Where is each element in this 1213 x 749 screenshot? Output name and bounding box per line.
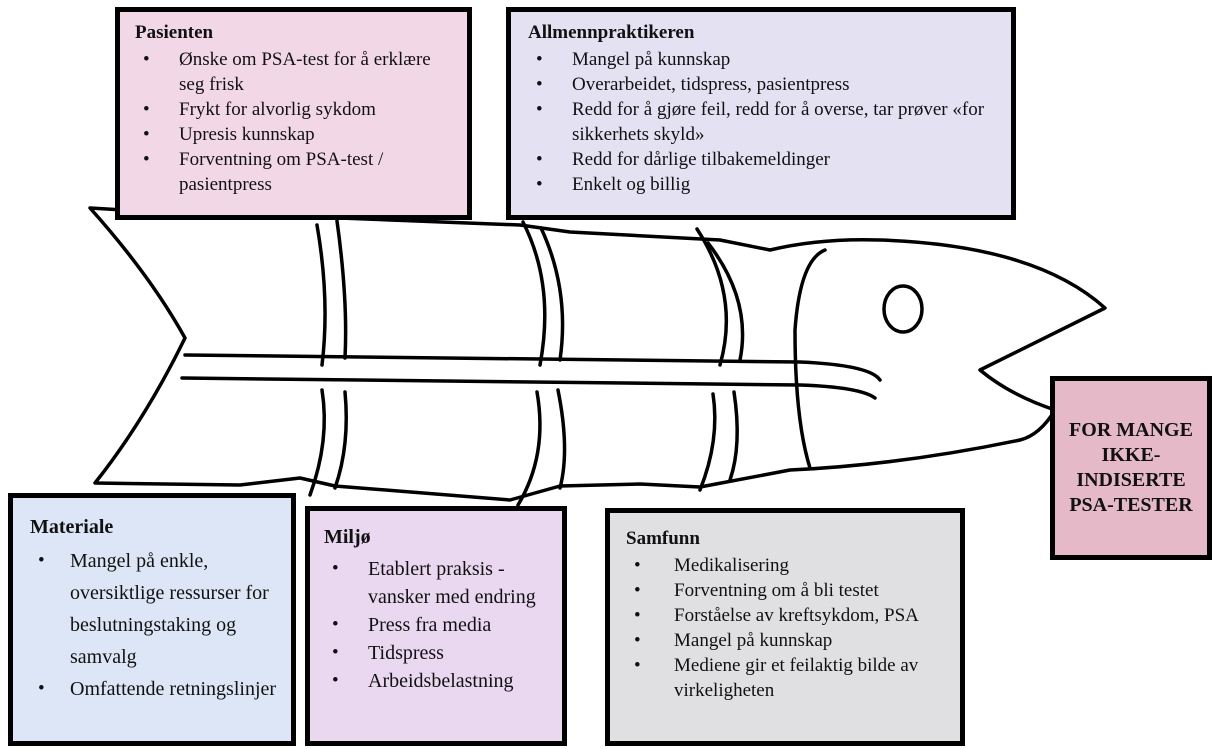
cause-box-materiale: Materiale Mangel på enkle, oversiktlige … — [8, 493, 296, 746]
cause-list-samfunn: Medikalisering Forventning om å bli test… — [626, 553, 950, 703]
fish-spine-bottom — [182, 378, 875, 398]
top-bone-2 — [523, 222, 545, 365]
cause-item: Forståelse av kreftsykdom, PSA — [626, 603, 950, 628]
cause-box-samfunn: Samfunn Medikalisering Forventning om å … — [605, 508, 965, 746]
cause-item: Arbeidsbelastning — [324, 667, 552, 695]
cause-item: Mangel på enkle, oversiktlige ressurser … — [30, 545, 283, 673]
cause-item: Omfattende retningslinjer — [30, 673, 283, 705]
fish-head-line — [795, 250, 825, 468]
box-title-allmennpraktikeren: Allmennpraktikeren — [528, 21, 999, 45]
cause-item: Mediene gir et feilaktig bilde av virkel… — [626, 653, 950, 703]
fish-spine-top — [185, 355, 880, 380]
box-title-miljo: Miljø — [324, 525, 552, 549]
fish-eye — [884, 286, 922, 332]
bottom-bone-3b — [730, 392, 737, 480]
box-title-materiale: Materiale — [30, 513, 283, 541]
cause-list-miljo: Etablert praksis - vansker med endring P… — [324, 555, 552, 695]
cause-item: Frykt for alvorlig sykdom — [135, 97, 455, 122]
bottom-bone-2b — [558, 390, 565, 488]
cause-item: Ønske om PSA-test for å erklære seg fris… — [135, 47, 455, 97]
cause-box-miljo: Miljø Etablert praksis - vansker med end… — [305, 506, 567, 746]
cause-item: Forventning om PSA-test / pasientpress — [135, 147, 455, 197]
cause-item: Upresis kunnskap — [135, 122, 455, 147]
cause-item: Mangel på kunnskap — [528, 47, 999, 72]
cause-item: Redd for å gjøre feil, redd for å overse… — [528, 97, 999, 147]
cause-item: Tidspress — [324, 639, 552, 667]
box-title-samfunn: Samfunn — [626, 527, 950, 551]
cause-list-pasienten: Ønske om PSA-test for å erklære seg fris… — [135, 47, 455, 197]
cause-item: Mangel på kunnskap — [626, 628, 950, 653]
effect-box: FOR MANGE IKKE-INDISERTE PSA-TESTER — [1050, 376, 1212, 560]
cause-item: Press fra media — [324, 611, 552, 639]
cause-list-materiale: Mangel på enkle, oversiktlige ressurser … — [30, 545, 283, 705]
cause-list-allmennpraktikeren: Mangel på kunnskap Overarbeidet, tidspre… — [528, 47, 999, 197]
bottom-bone-1b — [335, 392, 346, 488]
cause-item: Enkelt og billig — [528, 172, 999, 197]
cause-item: Forventning om å bli testet — [626, 578, 950, 603]
box-title-pasienten: Pasienten — [135, 21, 455, 45]
cause-item: Overarbeidet, tidspress, pasientpress — [528, 72, 999, 97]
cause-box-pasienten: Pasienten Ønske om PSA-test for å erklær… — [115, 7, 472, 220]
cause-box-allmennpraktikeren: Allmennpraktikeren Mangel på kunnskap Ov… — [506, 7, 1016, 220]
top-bone-1 — [317, 225, 325, 365]
bottom-bone-2 — [518, 392, 540, 505]
cause-item: Redd for dårlige tilbakemeldinger — [528, 147, 999, 172]
bottom-bone-3 — [700, 394, 715, 490]
cause-item: Etablert praksis - vansker med endring — [324, 555, 552, 611]
effect-label: FOR MANGE IKKE-INDISERTE PSA-TESTER — [1061, 418, 1201, 518]
top-bone-1b — [337, 221, 346, 358]
cause-item: Medikalisering — [626, 553, 950, 578]
